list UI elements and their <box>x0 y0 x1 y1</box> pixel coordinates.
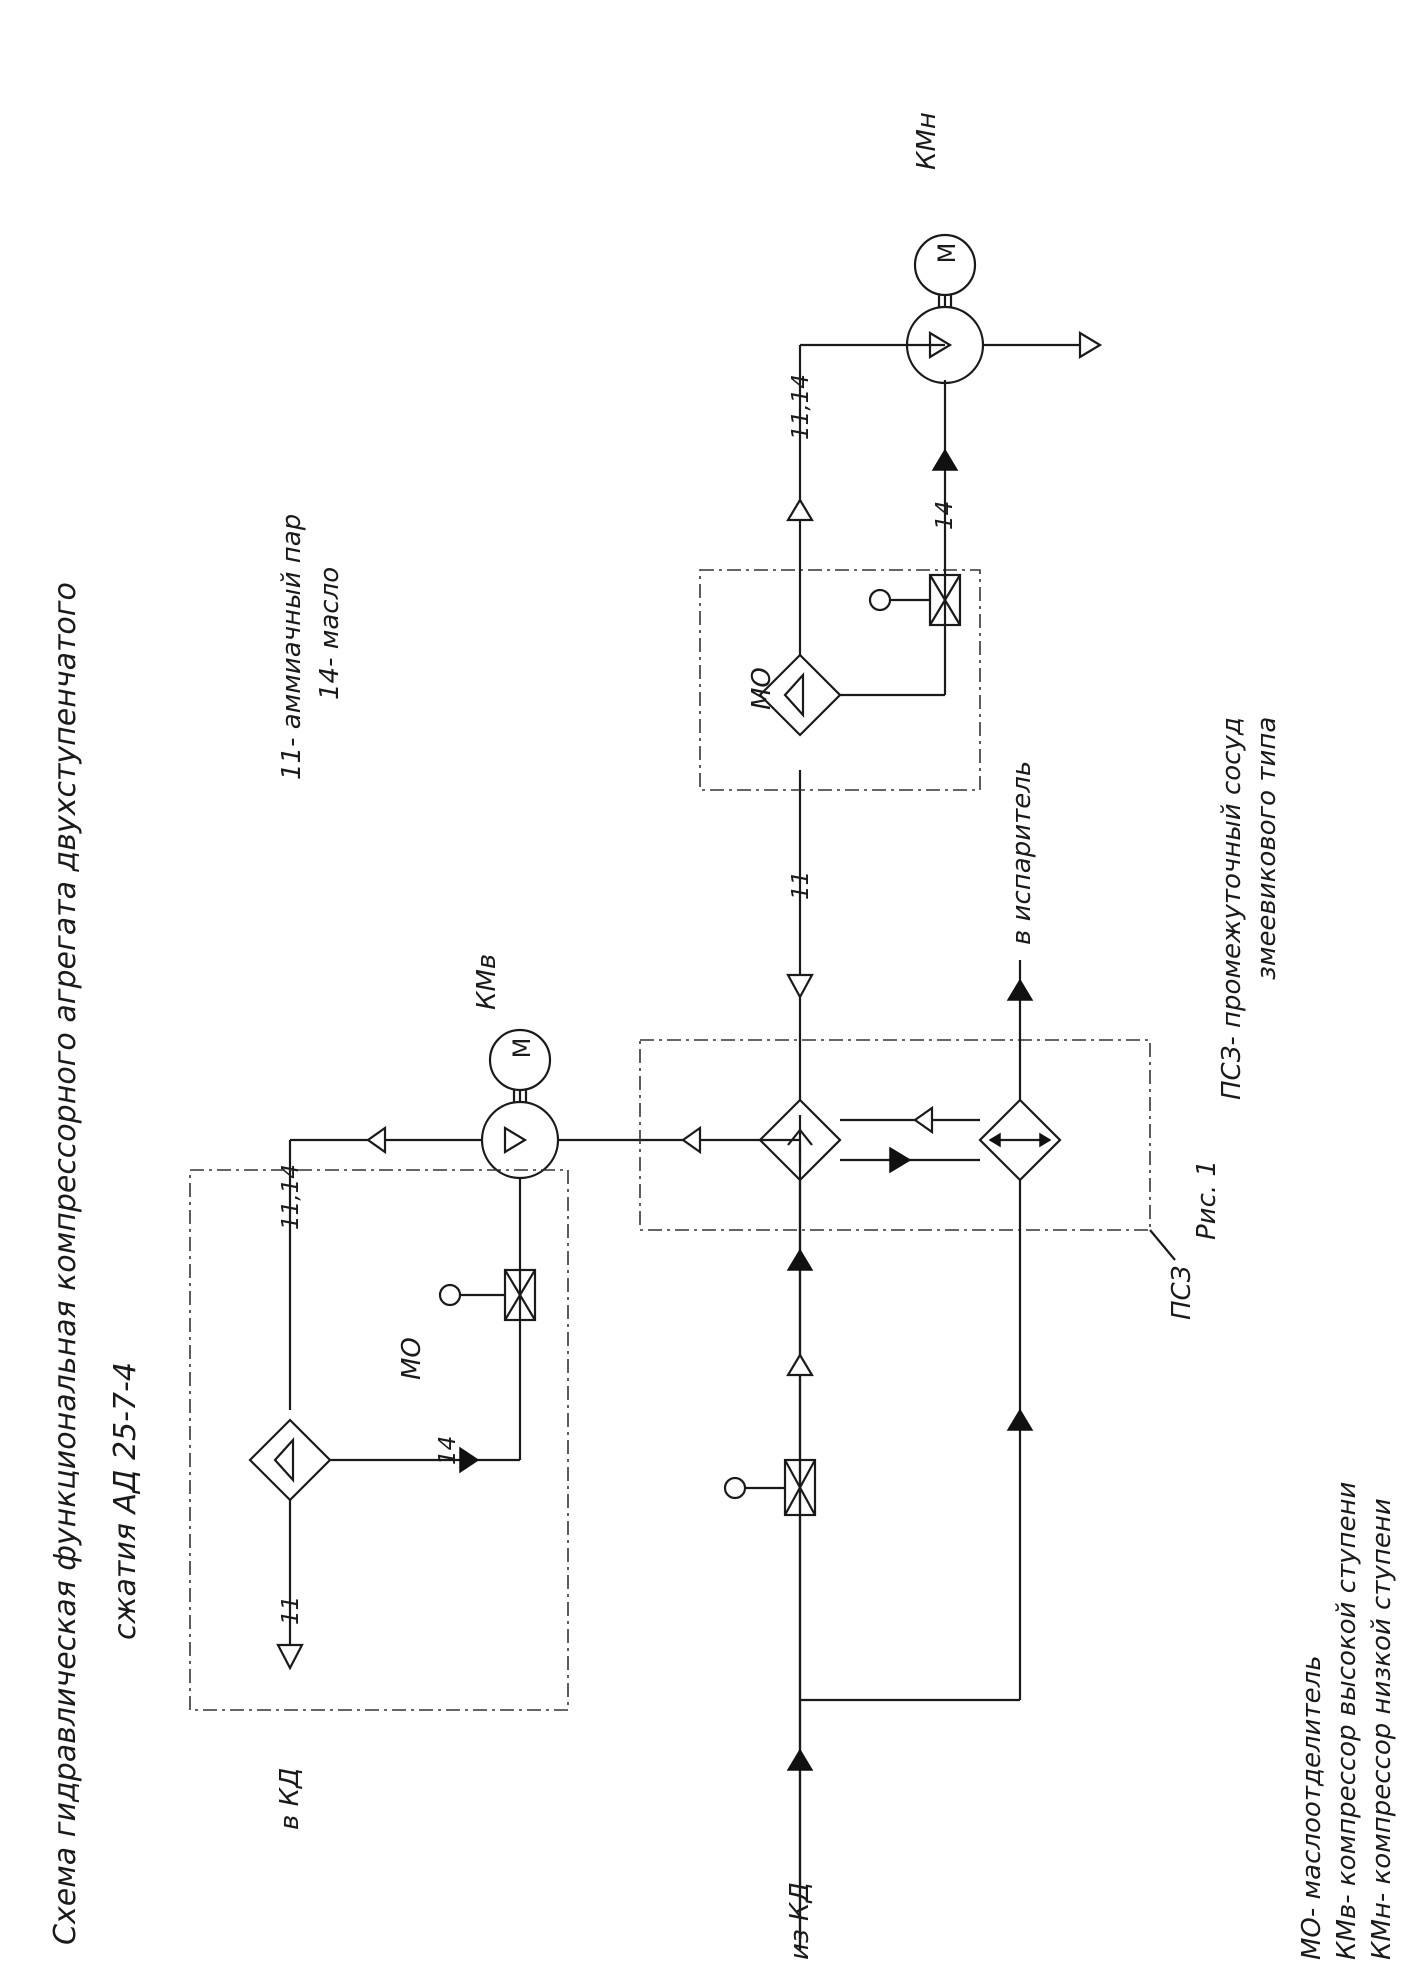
mo-low-label: МО <box>747 667 777 710</box>
psz-box <box>639 1039 1151 1231</box>
abbr-km-low: КМн- компрессор низкой ступени <box>1367 1498 1397 1960</box>
oil-return-valve <box>438 1268 537 1322</box>
mo-high-label: МО <box>397 1337 427 1380</box>
psz-leader <box>1149 1229 1176 1261</box>
mo-low-separator <box>758 653 842 737</box>
km-low-motor-label: М <box>933 243 961 264</box>
to-kd-line-label: 11 <box>278 1596 304 1625</box>
km-low-oil-label: 14 <box>932 501 958 530</box>
flow-arrow-open-icon <box>681 1125 702 1155</box>
ms-to-psz-label: 11 <box>788 871 814 900</box>
abbr-mo: МО- маслоотделитель <box>1297 1655 1327 1960</box>
flow-arrow-solid-icon <box>786 1748 814 1771</box>
psz-label: ПСЗ <box>1167 1266 1197 1320</box>
from-kd-label: из КД <box>785 1882 815 1960</box>
separator-icon <box>783 672 805 718</box>
km-low-label: КМн <box>912 112 942 170</box>
flow-arrow-open-icon <box>913 1105 934 1135</box>
diagram-title-line1: Схема гидравлическая функциональная комп… <box>48 582 83 1945</box>
to-kd-label: в КД <box>275 1768 305 1830</box>
km-low-motor: М <box>913 233 977 307</box>
figure-caption: Рис. 1 <box>1192 1160 1222 1240</box>
flow-arrow-open-icon <box>1078 331 1103 359</box>
to-evaporator-label: в испаритель <box>1007 761 1037 945</box>
mo-low-oil-valve <box>868 573 962 627</box>
psz-heat-exchanger <box>978 1098 1062 1182</box>
flow-arrow-open-icon <box>366 1125 387 1155</box>
km-high-out-label: 11,14 <box>278 1164 304 1230</box>
flow-arrow-open-icon <box>786 973 814 1000</box>
mo-high-separator <box>248 1418 332 1502</box>
flow-arrow-solid-icon <box>786 1248 814 1271</box>
diagram-title-line2: сжатия АД 25-7-4 <box>108 1362 143 1640</box>
km-high-motor: М <box>488 1028 552 1102</box>
km-high-label: КМв <box>472 954 502 1010</box>
compressor-triangle-icon <box>928 331 953 359</box>
to-kd-arrow-icon <box>276 1643 304 1671</box>
km-high-motor-label: М <box>508 1038 536 1059</box>
km-low-out-label: 11,14 <box>788 374 814 440</box>
abbr-km-high: КМв- компрессор высокой ступени <box>1332 1482 1362 1960</box>
compressor-triangle-icon <box>503 1126 528 1154</box>
flow-arrow-open-icon <box>786 497 814 522</box>
flow-arrow-solid-icon <box>1006 978 1034 1001</box>
flow-arrow-solid-icon <box>889 1146 912 1174</box>
separator-icon <box>273 1437 295 1483</box>
abbr-psz-cont: змеевикового типа <box>1252 717 1282 980</box>
abbr-psz: ПСЗ- промежуточный сосуд <box>1217 717 1247 1100</box>
mo-high-box <box>189 1169 569 1711</box>
legend-oil: 14- масло <box>315 567 345 700</box>
oil-return-label: 14 <box>435 1436 461 1465</box>
from-kd-valve <box>723 1458 817 1517</box>
flow-arrow-solid-icon <box>931 448 959 471</box>
mo-low-box <box>699 569 981 791</box>
flow-arrow-open-icon <box>786 1352 814 1377</box>
km-high-compressor <box>480 1100 560 1180</box>
flow-arrow-solid-icon <box>459 1446 480 1474</box>
legend-ammonia: 11- аммиачный пар <box>277 514 307 780</box>
flow-arrow-solid-icon <box>1006 1408 1034 1431</box>
